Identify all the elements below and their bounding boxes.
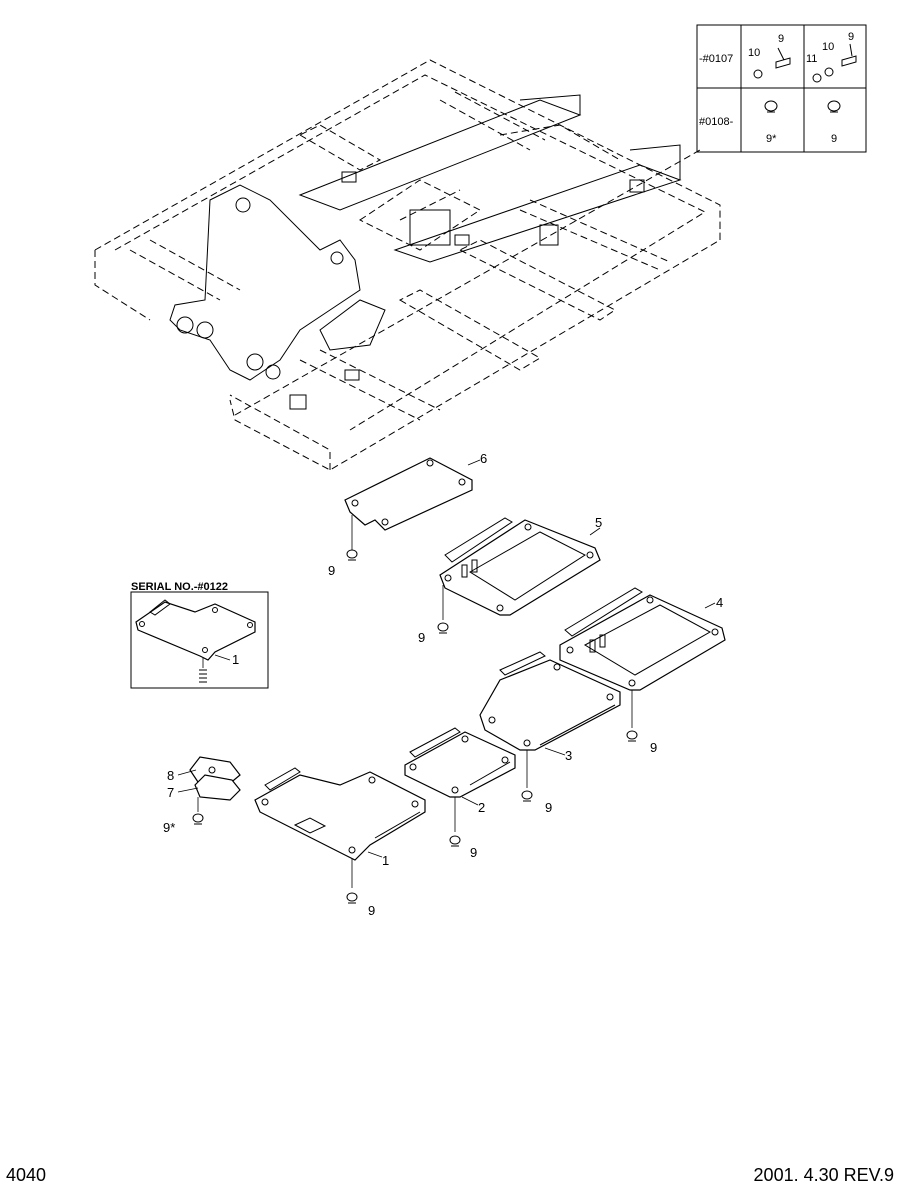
legend-serial-row2: #0108- bbox=[699, 116, 734, 128]
cover-plate-5: 5 9 bbox=[418, 515, 602, 645]
callout-4: 4 bbox=[716, 595, 723, 610]
callout-9-p6: 9 bbox=[328, 563, 335, 578]
page-number: 4040 bbox=[6, 1165, 47, 1185]
callout-9-p4: 9 bbox=[650, 740, 657, 755]
legend-r1c2-b: 10 bbox=[822, 41, 834, 53]
callout-9-p3: 9 bbox=[545, 800, 552, 815]
callout-1: 1 bbox=[382, 853, 389, 868]
legend-r1c1-b: 9 bbox=[778, 33, 784, 45]
callout-5: 5 bbox=[595, 515, 602, 530]
legend-r1c2-a: 11 bbox=[806, 53, 817, 65]
callout-7: 7 bbox=[167, 785, 174, 800]
cover-plate-6: 6 9 bbox=[328, 451, 487, 578]
bolt-icon bbox=[775, 47, 791, 69]
callout-8: 8 bbox=[167, 768, 174, 783]
inset-serial-label: SERIAL NO.-#0122 bbox=[131, 581, 228, 593]
small-covers-7-8: 8 7 9* bbox=[163, 756, 241, 835]
callout-9-p2: 9 bbox=[470, 845, 477, 860]
washer-icon bbox=[753, 69, 763, 79]
bolt-head-icon bbox=[764, 100, 778, 113]
legend-r1c1-a: 10 bbox=[748, 47, 760, 59]
callout-9star: 9* bbox=[163, 820, 175, 835]
revision-date: 2001. 4.30 REV.9 bbox=[753, 1165, 894, 1185]
upper-frame bbox=[94, 59, 721, 471]
callout-2: 2 bbox=[478, 800, 485, 815]
cover-plate-4: 4 9 bbox=[559, 587, 726, 755]
callout-9-p1: 9 bbox=[368, 903, 375, 918]
legend-r2c2: 9 bbox=[831, 133, 837, 145]
cover-plate-1: 1 9 bbox=[254, 767, 426, 918]
bolt-icon bbox=[841, 43, 857, 67]
washer-icon bbox=[812, 73, 822, 83]
callout-6: 6 bbox=[480, 451, 487, 466]
callout-9-p5: 9 bbox=[418, 630, 425, 645]
washer-icon bbox=[824, 67, 834, 77]
cover-plate-2: 2 9 bbox=[404, 727, 516, 860]
inset-callout-1: 1 bbox=[232, 652, 239, 667]
callout-3: 3 bbox=[565, 748, 572, 763]
cover-plate-3: 3 9 bbox=[479, 651, 621, 815]
legend-serial-row1: -#0107 bbox=[699, 53, 733, 65]
legend-r2c1: 9* bbox=[766, 133, 777, 145]
legend-r1c2-c: 9 bbox=[848, 31, 854, 43]
serial-inset: SERIAL NO.-#0122 1 bbox=[130, 581, 269, 689]
serial-legend-table: -#0107 #0108- 10 9 11 10 9 9* 9 bbox=[696, 24, 867, 153]
bolt-head-icon bbox=[827, 100, 841, 113]
